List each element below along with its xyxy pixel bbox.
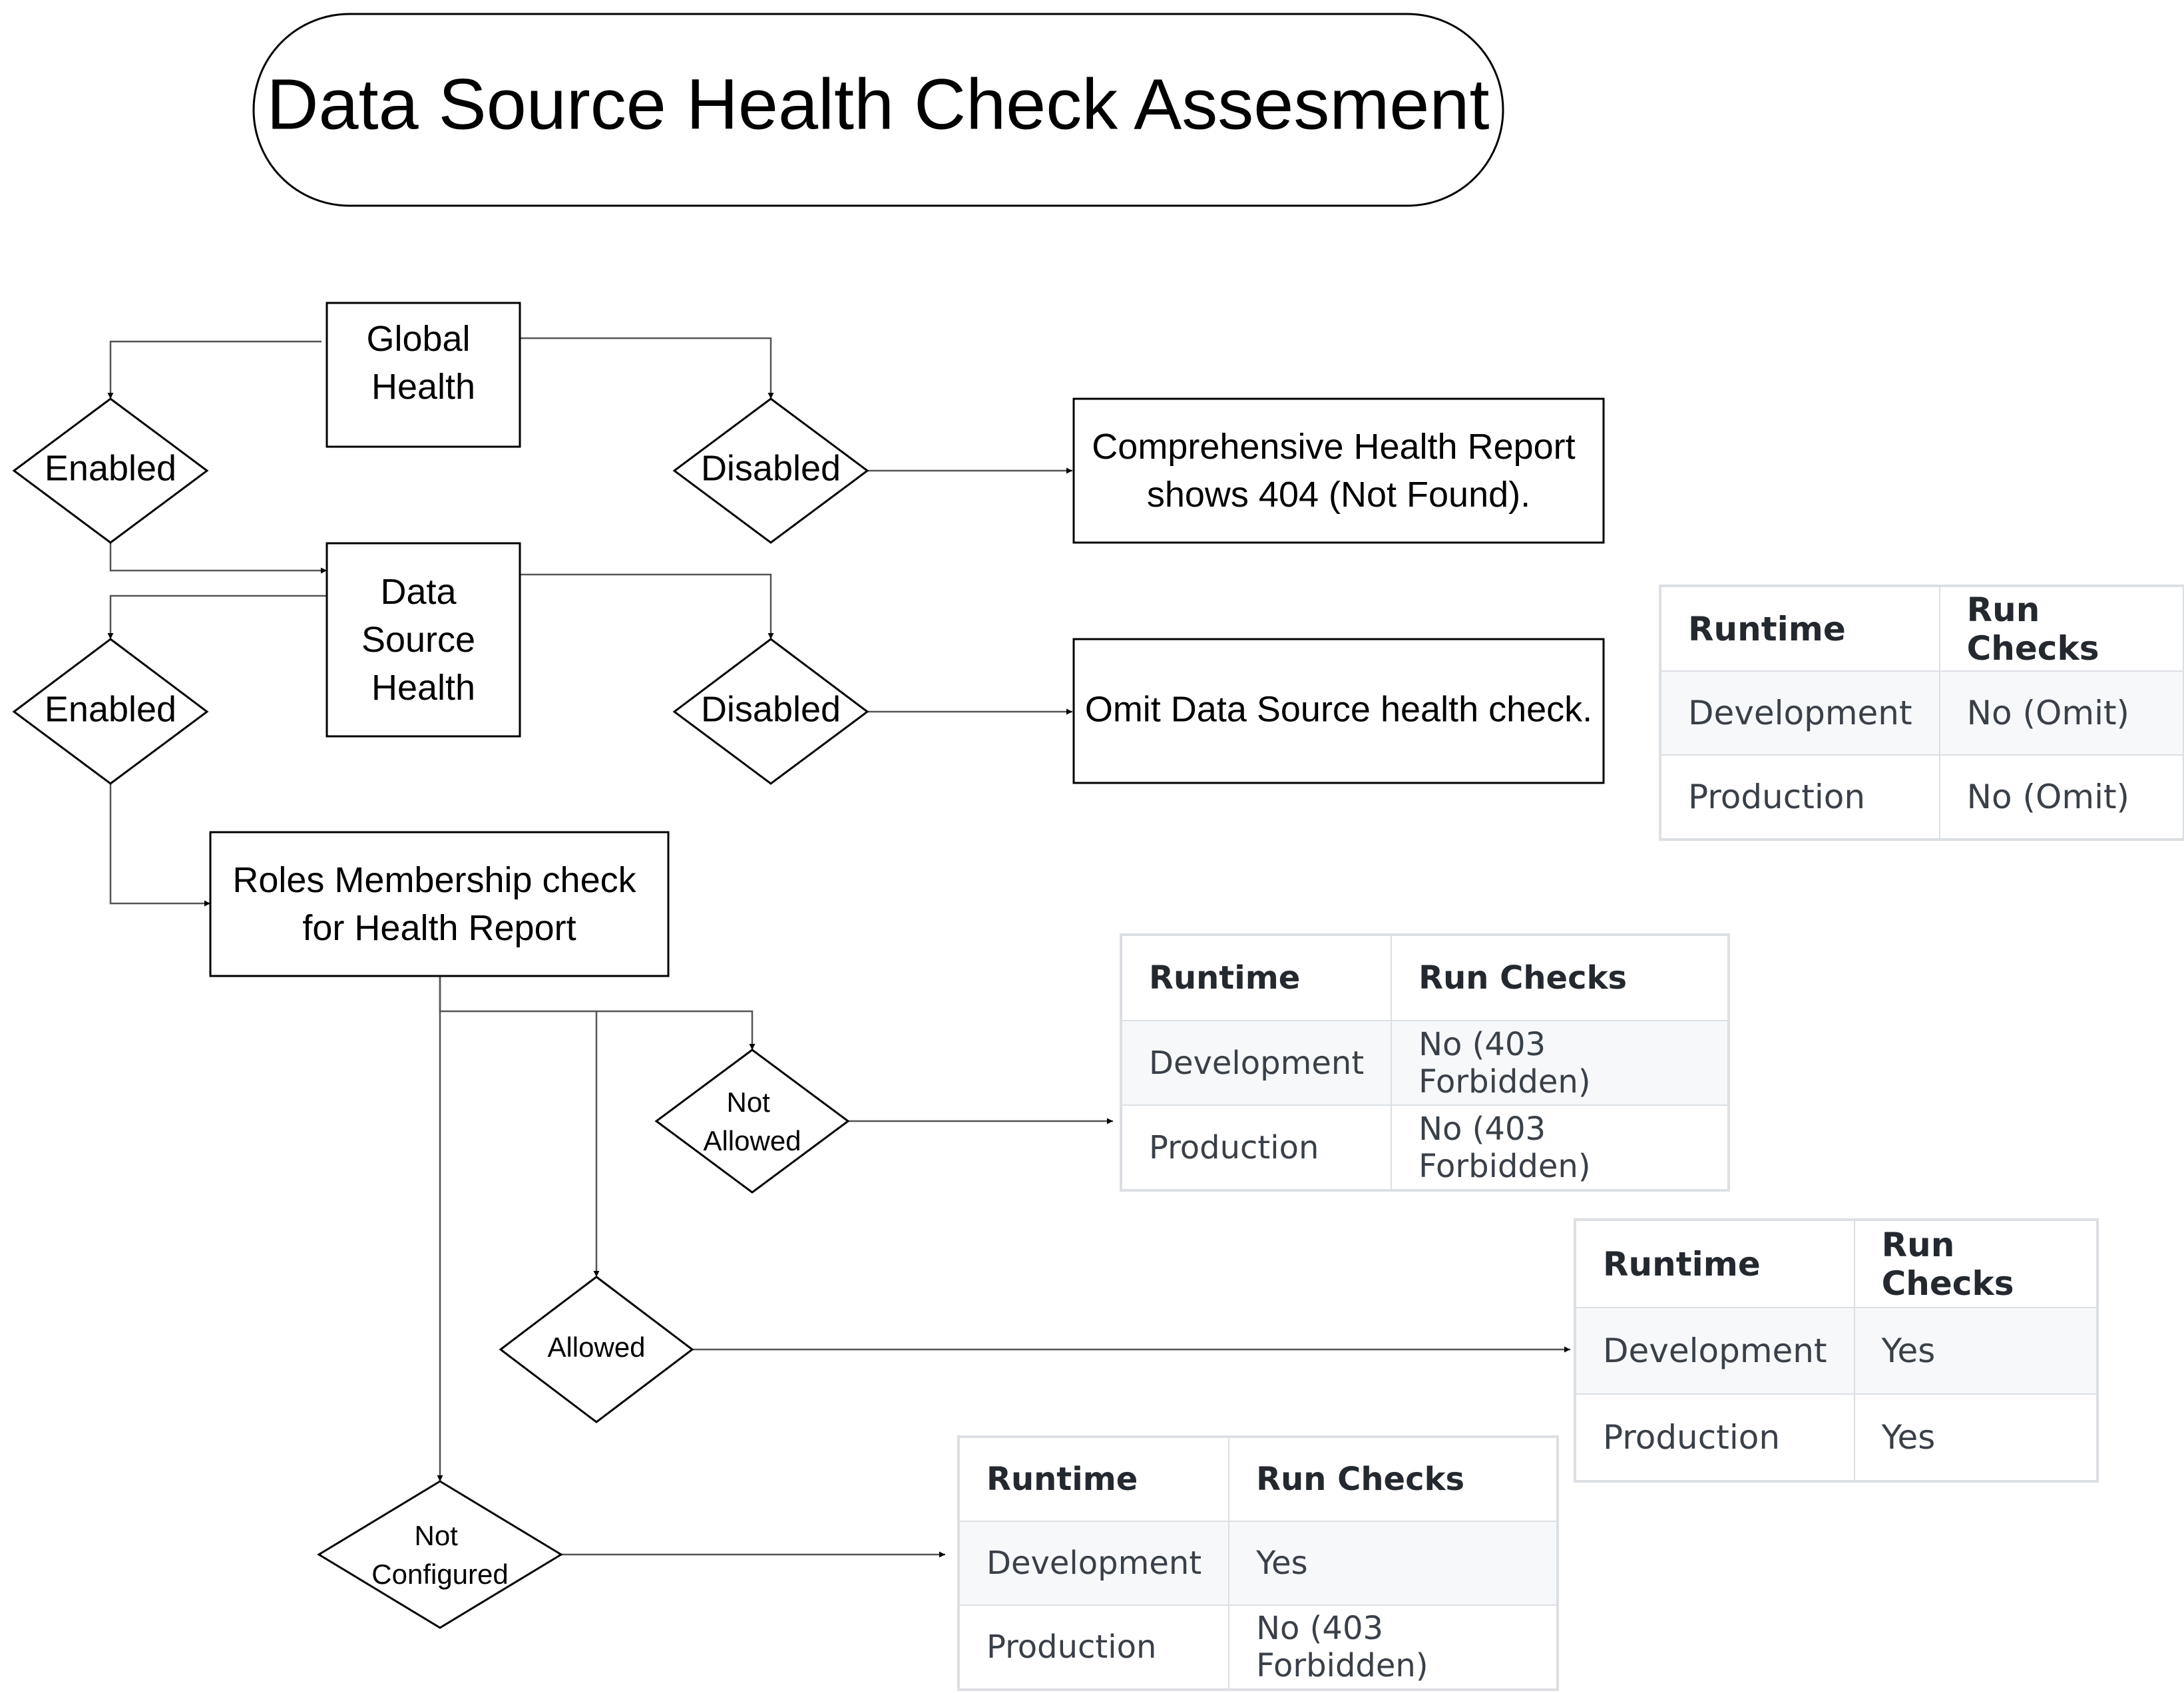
- roles-label-1: Roles Membership check: [232, 860, 636, 900]
- table-row: Development Yes: [1575, 1307, 2097, 1395]
- edge-datasource-to-enabled: [107, 595, 327, 639]
- table-cell: No (403 Forbidden): [1391, 1020, 1729, 1106]
- global-disabled-decision: Disabled: [672, 397, 869, 544]
- allowed-decision: Allowed: [499, 1276, 694, 1423]
- table-row: Production Yes: [1575, 1393, 2097, 1481]
- table-cell: Yes: [1853, 1307, 2097, 1395]
- table-cell: Development: [1575, 1307, 1855, 1395]
- svg-text:Not Configured: Not Configured: [371, 1520, 508, 1590]
- table-row: Production No (403 Forbidden): [958, 1604, 1558, 1690]
- ds-health-label-3: Health: [371, 668, 475, 708]
- ds-disabled-decision: Disabled: [672, 638, 869, 785]
- svg-text:Roles Membership check f: Roles Membership check for Health Report: [232, 860, 646, 948]
- not-configured-label-2: Configured: [371, 1559, 508, 1590]
- ds-enabled-label: Enabled: [45, 689, 176, 729]
- global-health-label-1: Global: [366, 319, 470, 359]
- global-disabled-label: Disabled: [701, 448, 841, 488]
- ds-enabled-decision: Enabled: [12, 638, 209, 785]
- ds-health-label-1: Data: [380, 572, 457, 612]
- table-cell: No (Omit): [1938, 670, 2184, 756]
- svg-text:Global Health: Global Health: [366, 319, 480, 407]
- omit-label: Omit Data Source health check.: [1085, 689, 1592, 729]
- roles-label-2: for Health Report: [302, 908, 576, 948]
- not-configured-decision: Not Configured: [317, 1480, 563, 1629]
- table-cell: Yes: [1853, 1393, 2097, 1481]
- table-cell: No (403 Forbidden): [1228, 1604, 1558, 1690]
- table-row: Production No (Omit): [1660, 754, 2184, 840]
- table-header: Run Checks: [1853, 1220, 2097, 1308]
- not-configured-label-1: Not: [414, 1520, 458, 1551]
- omit-table: Runtime Run Checks Development No (Omit)…: [1659, 585, 2184, 841]
- edge-global-to-enabled: [107, 340, 322, 399]
- omit-node: Omit Data Source health check.: [1072, 638, 1605, 784]
- title-node: Data Source Health Check Assesment: [252, 13, 1504, 207]
- report-404-label-2: shows 404 (Not Found).: [1147, 475, 1530, 515]
- allowed-table: Runtime Run Checks Development Yes Produ…: [1574, 1218, 2099, 1483]
- page-title: Data Source Health Check Assesment: [267, 64, 1490, 144]
- svg-text:Data Source Health: Data Source Health: [361, 572, 485, 708]
- table-cell: No (Omit): [1938, 754, 2184, 840]
- table-header: Run Checks: [1938, 586, 2184, 672]
- edge-enabled-to-roles: [109, 784, 210, 907]
- data-source-health-node: Data Source Health: [326, 542, 521, 738]
- table-cell: Development: [1660, 670, 1940, 756]
- table-cell: Production: [958, 1604, 1230, 1690]
- table-row: Development No (Omit): [1660, 670, 2184, 756]
- table-cell: No (403 Forbidden): [1391, 1104, 1729, 1190]
- roles-check-node: Roles Membership check for Health Report: [209, 831, 670, 977]
- table-cell: Yes: [1228, 1521, 1558, 1606]
- global-health-label-2: Health: [371, 367, 475, 407]
- table-header: Runtime: [958, 1437, 1230, 1522]
- table-cell: Development: [1120, 1020, 1393, 1106]
- global-health-node: Global Health: [326, 302, 521, 448]
- table-header: Run Checks: [1391, 935, 1729, 1021]
- table-row: Production No (403 Forbidden): [1120, 1104, 1729, 1190]
- not-allowed-label-2: Allowed: [703, 1125, 801, 1156]
- global-enabled-label: Enabled: [45, 448, 176, 488]
- svg-text:Comprehensive Health Report: Comprehensive Health Report shows 404 (N…: [1092, 427, 1585, 515]
- not-allowed-table: Runtime Run Checks Development No (403 F…: [1119, 933, 1731, 1192]
- global-enabled-decision: Enabled: [12, 397, 209, 544]
- table-cell: Development: [958, 1521, 1230, 1606]
- edges: [107, 337, 1570, 1558]
- table-cell: Production: [1575, 1393, 1855, 1481]
- report-404-node: Comprehensive Health Report shows 404 (N…: [1072, 397, 1605, 544]
- edge-datasource-to-disabled: [520, 573, 774, 639]
- table-header: Runtime: [1575, 1220, 1855, 1308]
- edge-enabled-to-datasource: [109, 543, 327, 574]
- ds-health-label-2: Source: [361, 620, 475, 660]
- allowed-label: Allowed: [547, 1331, 645, 1363]
- table-header: Run Checks: [1228, 1437, 1558, 1522]
- not-configured-table: Runtime Run Checks Development Yes Produ…: [957, 1435, 1560, 1691]
- table-header: Runtime: [1660, 586, 1940, 672]
- svg-text:Not Allowed: Not Allowed: [703, 1087, 801, 1156]
- not-allowed-decision: Not Allowed: [654, 1049, 850, 1194]
- table-cell: Production: [1120, 1104, 1393, 1190]
- not-allowed-label-1: Not: [726, 1087, 770, 1118]
- report-404-label-1: Comprehensive Health Report: [1092, 427, 1575, 467]
- table-cell: Production: [1660, 754, 1940, 840]
- ds-disabled-label: Disabled: [701, 689, 841, 729]
- table-header: Runtime: [1120, 935, 1393, 1021]
- edge-global-to-disabled: [520, 337, 774, 399]
- table-row: Development Yes: [958, 1521, 1558, 1606]
- table-row: Development No (403 Forbidden): [1120, 1020, 1729, 1106]
